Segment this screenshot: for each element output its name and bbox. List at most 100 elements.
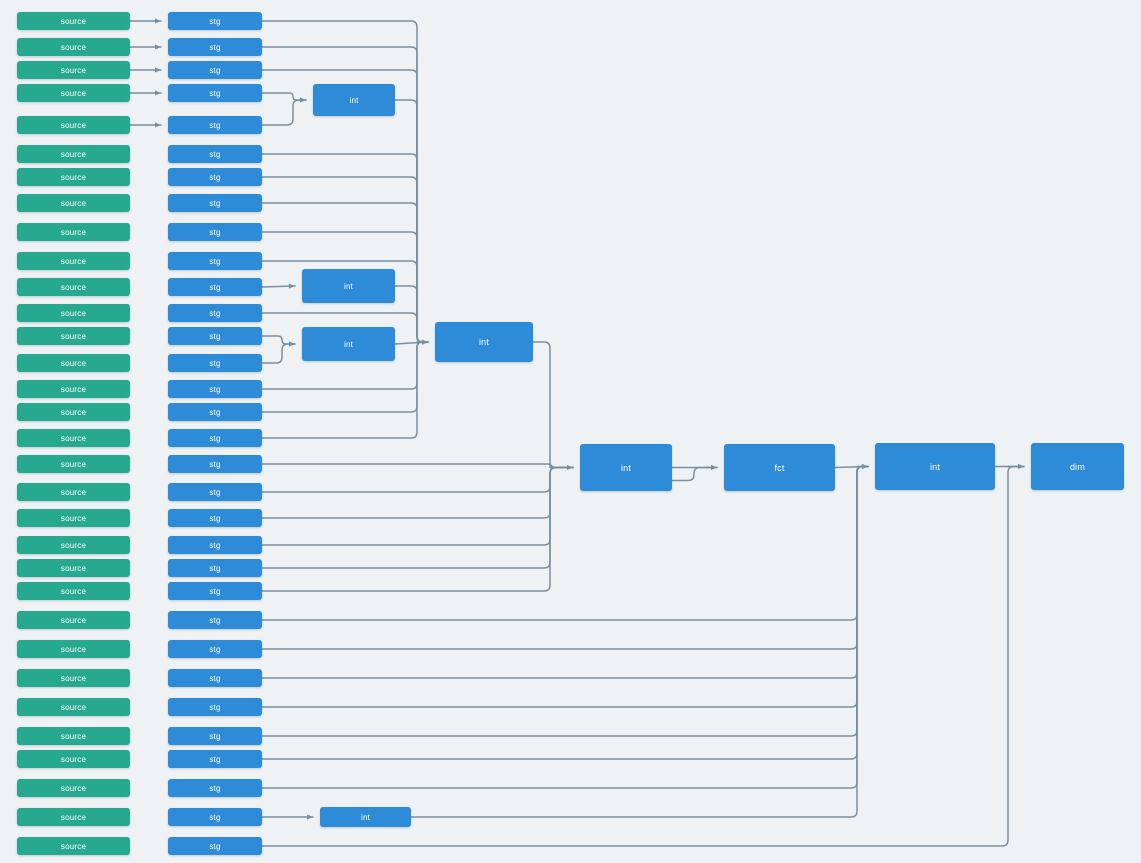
edge [394, 285, 429, 343]
node-stg-stg14[interactable]: stg [168, 354, 262, 372]
node-stg-stg17[interactable]: stg [168, 429, 262, 447]
node-source-src18[interactable]: source [17, 455, 130, 473]
node-stg-stg2[interactable]: stg [168, 38, 262, 56]
node-stg-stg6[interactable]: stg [168, 145, 262, 163]
node-stg-stg30[interactable]: stg [168, 779, 262, 797]
node-label: stg [209, 731, 221, 741]
node-source-src21[interactable]: source [17, 536, 130, 554]
node-source-src4[interactable]: source [17, 84, 130, 102]
node-source-src7[interactable]: source [17, 168, 130, 186]
node-int-int5[interactable]: int [580, 444, 672, 491]
node-stg-stg22[interactable]: stg [168, 559, 262, 577]
node-int-int4[interactable]: int [435, 322, 533, 362]
node-int-int1[interactable]: int [313, 84, 395, 116]
node-stg-stg18[interactable]: stg [168, 455, 262, 473]
node-stg-stg32[interactable]: stg [168, 837, 262, 855]
node-source-src15[interactable]: source [17, 380, 130, 398]
node-int-int7[interactable]: int [320, 807, 411, 827]
node-source-src22[interactable]: source [17, 559, 130, 577]
node-source-src27[interactable]: source [17, 698, 130, 716]
node-source-src1[interactable]: source [17, 12, 130, 30]
edge [261, 341, 296, 364]
node-stg-stg7[interactable]: stg [168, 168, 262, 186]
node-stg-stg15[interactable]: stg [168, 380, 262, 398]
node-stg-stg27[interactable]: stg [168, 698, 262, 716]
node-label: stg [209, 407, 221, 417]
node-source-src28[interactable]: source [17, 727, 130, 745]
node-dim-dim1[interactable]: dim [1031, 443, 1124, 490]
node-stg-stg12[interactable]: stg [168, 304, 262, 322]
node-source-src17[interactable]: source [17, 429, 130, 447]
node-source-src23[interactable]: source [17, 582, 130, 600]
node-label: source [60, 754, 87, 764]
node-label: stg [209, 459, 221, 469]
node-stg-stg10[interactable]: stg [168, 252, 262, 270]
node-stg-stg4[interactable]: stg [168, 84, 262, 102]
node-label: source [60, 331, 87, 341]
node-label: source [60, 783, 87, 793]
node-label: source [60, 459, 87, 469]
node-source-src25[interactable]: source [17, 640, 130, 658]
node-source-src31[interactable]: source [17, 808, 130, 826]
node-source-src16[interactable]: source [17, 403, 130, 421]
node-stg-stg31[interactable]: stg [168, 808, 262, 826]
node-source-src13[interactable]: source [17, 327, 130, 345]
node-label: dim [1069, 461, 1086, 472]
node-stg-stg25[interactable]: stg [168, 640, 262, 658]
node-label: stg [209, 42, 221, 52]
node-stg-stg19[interactable]: stg [168, 483, 262, 501]
node-label: source [60, 198, 87, 208]
node-stg-stg23[interactable]: stg [168, 582, 262, 600]
node-stg-stg16[interactable]: stg [168, 403, 262, 421]
node-stg-stg3[interactable]: stg [168, 61, 262, 79]
node-stg-stg8[interactable]: stg [168, 194, 262, 212]
node-int-int3[interactable]: int [302, 327, 395, 361]
node-source-src8[interactable]: source [17, 194, 130, 212]
node-label: source [60, 540, 87, 550]
node-source-src5[interactable]: source [17, 116, 130, 134]
edge [261, 465, 869, 679]
node-source-src14[interactable]: source [17, 354, 130, 372]
node-label: source [60, 586, 87, 596]
node-source-src24[interactable]: source [17, 611, 130, 629]
node-fct-fct1[interactable]: fct [724, 444, 835, 491]
node-label: source [60, 407, 87, 417]
node-source-src6[interactable]: source [17, 145, 130, 163]
node-stg-stg20[interactable]: stg [168, 509, 262, 527]
node-label: int [349, 95, 359, 105]
node-stg-stg1[interactable]: stg [168, 12, 262, 30]
node-label: stg [209, 331, 221, 341]
node-source-src29[interactable]: source [17, 750, 130, 768]
node-source-src10[interactable]: source [17, 252, 130, 270]
node-stg-stg29[interactable]: stg [168, 750, 262, 768]
node-label: stg [209, 358, 221, 368]
node-source-src26[interactable]: source [17, 669, 130, 687]
node-stg-stg9[interactable]: stg [168, 223, 262, 241]
node-stg-stg11[interactable]: stg [168, 278, 262, 296]
node-label: int [478, 337, 490, 347]
node-int-int6[interactable]: int [875, 443, 995, 490]
node-stg-stg24[interactable]: stg [168, 611, 262, 629]
node-label: stg [209, 120, 221, 130]
node-source-src32[interactable]: source [17, 837, 130, 855]
node-source-src30[interactable]: source [17, 779, 130, 797]
node-source-src19[interactable]: source [17, 483, 130, 501]
node-source-src12[interactable]: source [17, 304, 130, 322]
node-stg-stg28[interactable]: stg [168, 727, 262, 745]
node-stg-stg26[interactable]: stg [168, 669, 262, 687]
node-label: source [60, 812, 87, 822]
node-source-src11[interactable]: source [17, 278, 130, 296]
node-label: source [60, 256, 87, 266]
node-source-src2[interactable]: source [17, 38, 130, 56]
edge [261, 465, 869, 789]
node-source-src9[interactable]: source [17, 223, 130, 241]
node-source-src3[interactable]: source [17, 61, 130, 79]
node-label: source [60, 841, 87, 851]
node-stg-stg21[interactable]: stg [168, 536, 262, 554]
node-source-src20[interactable]: source [17, 509, 130, 527]
node-stg-stg13[interactable]: stg [168, 327, 262, 345]
node-int-int2[interactable]: int [302, 269, 395, 303]
node-stg-stg5[interactable]: stg [168, 116, 262, 134]
